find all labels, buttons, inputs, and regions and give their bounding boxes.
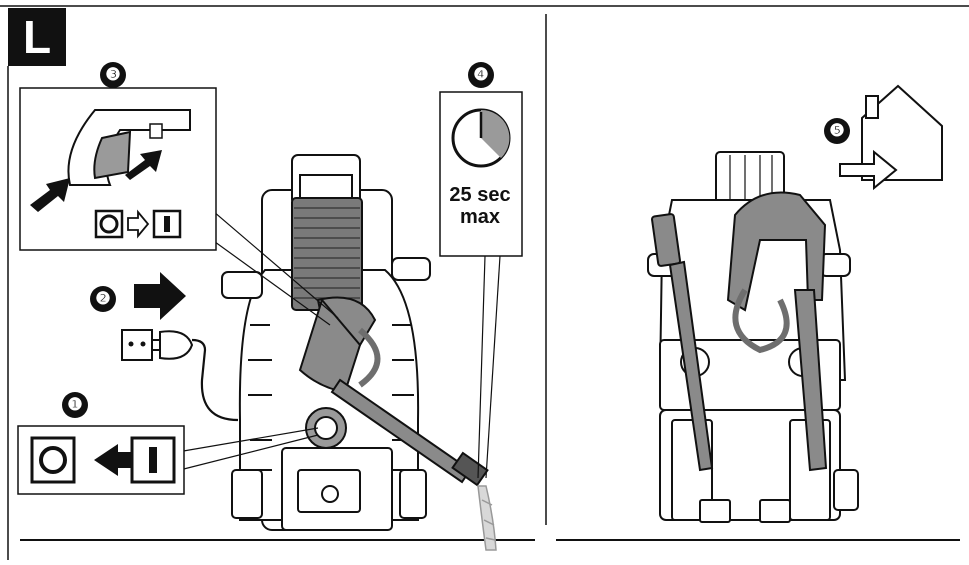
timer-duration: 25 sec	[449, 184, 511, 206]
step-number-2: ❷	[90, 286, 116, 312]
frame	[0, 5, 969, 560]
spray-gun-right	[651, 191, 828, 472]
unplug-callout	[121, 272, 194, 361]
step-number-3: ❸	[100, 62, 126, 88]
step-number-5: ❺	[824, 118, 850, 144]
timer-max: max	[459, 206, 501, 228]
trigger-callout	[19, 87, 339, 326]
store-indoors-icon	[839, 84, 943, 191]
timer-callout	[439, 91, 523, 479]
spray-gun-left	[298, 296, 489, 487]
section-letter: L	[8, 8, 66, 66]
switch-off-callout	[17, 425, 319, 495]
water-spray	[477, 485, 497, 551]
step-number-1: ❶	[62, 392, 88, 418]
step-number-4: ❹	[468, 62, 494, 88]
